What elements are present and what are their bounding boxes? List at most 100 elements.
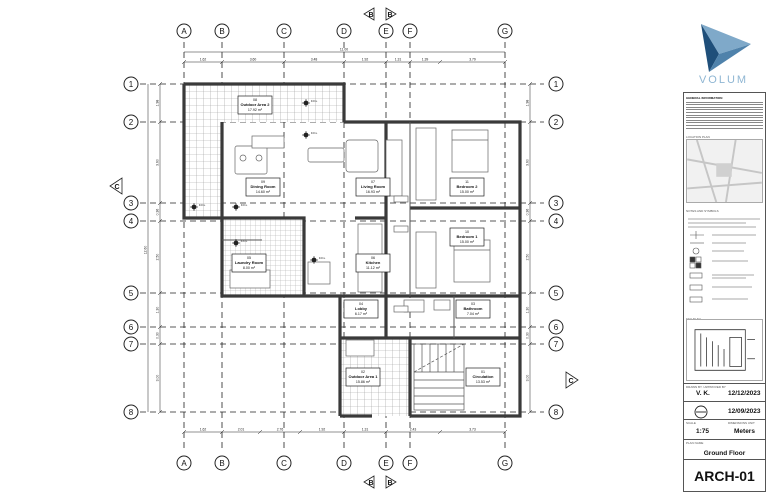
dim-top_segments-6: 3.79 xyxy=(469,58,476,62)
grid-label-row-2: 2 xyxy=(554,118,559,127)
level-label: F.F.L xyxy=(311,99,318,103)
room-area: 17.92 m² xyxy=(248,108,263,112)
grid-bubble-row-4-left xyxy=(123,213,139,229)
grid-bubble-row-5-right xyxy=(548,285,564,301)
grid-bubble-G-bottom xyxy=(497,455,513,471)
volum-logo-icon xyxy=(701,24,751,72)
room-number: 04 xyxy=(359,302,363,306)
section-b-bottom-left xyxy=(363,475,375,489)
room-area: 14.60 m² xyxy=(256,190,271,194)
grid-bubble-E-top xyxy=(378,23,394,39)
grid-label-B: B xyxy=(219,459,224,468)
dim-right_segments-4: 1.30 xyxy=(526,307,530,314)
grid-label-A: A xyxy=(181,459,187,468)
room-name: Bathroom xyxy=(464,306,483,311)
grid-bubble-C-top xyxy=(276,23,292,39)
room-number: 01 xyxy=(481,370,485,374)
level-label: F.F.L xyxy=(199,203,206,207)
grid-bubble-C-bottom xyxy=(276,455,292,471)
door-leaf xyxy=(393,195,409,203)
room-area: 15.86 m² xyxy=(356,380,371,384)
section-b-top-left xyxy=(363,7,375,21)
room-number: 09 xyxy=(261,180,265,184)
dim-right_segments-6: 3.00 xyxy=(526,375,530,382)
units-value: Meters xyxy=(734,428,755,435)
grid-label-F: F xyxy=(408,459,413,468)
room-number: 02 xyxy=(361,370,365,374)
coffee-table xyxy=(307,147,345,163)
laundry-units xyxy=(229,269,271,289)
level-marker: F.F.L xyxy=(302,99,318,107)
dim-right_segments-1: 3.60 xyxy=(526,159,530,166)
dim-left_segments-0: 1.98 xyxy=(156,100,160,107)
dim-left-overall: 12.60 xyxy=(144,246,148,255)
level-marker: F.F.L xyxy=(232,203,248,211)
room-name: Lobby xyxy=(355,306,368,311)
grid-bubble-row-2-left xyxy=(123,114,139,130)
dim-top_segments-4: 1.31 xyxy=(395,58,402,62)
grid-label-row-3: 3 xyxy=(554,199,559,208)
level-marker: F.F.L xyxy=(310,256,326,264)
level-marker: F.F.L xyxy=(232,239,248,247)
grid-label-row-1: 1 xyxy=(554,80,559,89)
grid-label-row-5: 5 xyxy=(129,289,134,298)
sheet-number: ARCH-01 xyxy=(694,468,755,484)
section-c-label-left: C xyxy=(114,184,119,191)
kitchen-island xyxy=(307,261,331,285)
grid-bubble-B-top xyxy=(214,23,230,39)
grid-bubble-row-8-right xyxy=(548,404,564,420)
room-area: 13.53 m² xyxy=(476,380,491,384)
scale-label: SCALE xyxy=(686,421,696,425)
section-b-label-bottom-2: B xyxy=(387,480,392,487)
dim-left_segments-5: 0.30 xyxy=(156,332,160,339)
grid-bubble-B-bottom xyxy=(214,455,230,471)
legend-symbols xyxy=(688,218,760,303)
dim-top_segments-3: 1.92 xyxy=(362,58,369,62)
dim-bottom_segments-0: 1.62 xyxy=(200,428,207,432)
room-name: Bedroom 2 xyxy=(457,184,479,189)
grid-bubble-row-1-left xyxy=(123,76,139,92)
room-name: Dining Room xyxy=(251,184,276,189)
grid-bubble-row-8-left xyxy=(123,404,139,420)
section-b-label-bottom: B xyxy=(368,480,373,487)
dim-right_segments-0: 1.98 xyxy=(526,100,530,107)
grid-bubble-row-6-right xyxy=(548,319,564,335)
grid-bubble-row-6-left xyxy=(123,319,139,335)
grid-label-B: B xyxy=(219,27,224,36)
room-number: 07 xyxy=(371,180,375,184)
room-number: 06 xyxy=(371,256,375,260)
dim-left_segments-2: 0.36 xyxy=(156,209,160,216)
grid-bubble-F-top xyxy=(402,23,418,39)
section-c-left xyxy=(109,177,123,195)
room-number: 08 xyxy=(253,98,257,102)
dim-bottom_segments-2: 2.76 xyxy=(277,428,284,432)
level-label: F.F.L xyxy=(241,203,248,207)
grid-label-A: A xyxy=(181,27,187,36)
section-b-label-top: B xyxy=(368,12,373,19)
room-area: 15.00 m² xyxy=(460,240,475,244)
outdoor-bench xyxy=(345,339,375,357)
grid-label-D: D xyxy=(341,459,347,468)
location-map xyxy=(686,139,763,203)
drawn-by-cell: DRAWN BY / APPROVED BY V. K. 12/12/2023 xyxy=(684,383,765,401)
grid-bubble-D-top xyxy=(336,23,352,39)
title-block-panel: VOLUM GENERAL INFORMATION LOCATION PLAN … xyxy=(679,0,768,496)
scale-units-cell: SCALE DIMENSIONS UNIT 1:75 Meters xyxy=(684,419,765,439)
grid-bubble-row-7-right xyxy=(548,336,564,352)
plan-name-label: PLAN NAME xyxy=(686,441,704,445)
room-area: 16.93 m² xyxy=(366,190,381,194)
dim-right_segments-2: 0.36 xyxy=(526,209,530,216)
grid-bubble-A-top xyxy=(176,23,192,39)
grid-label-row-8: 8 xyxy=(554,408,559,417)
room-number: 05 xyxy=(247,256,251,260)
outdoor-area-2-side xyxy=(184,84,222,218)
dim-right_segments-5: 0.30 xyxy=(526,332,530,339)
wardrobe-1 xyxy=(415,231,437,289)
